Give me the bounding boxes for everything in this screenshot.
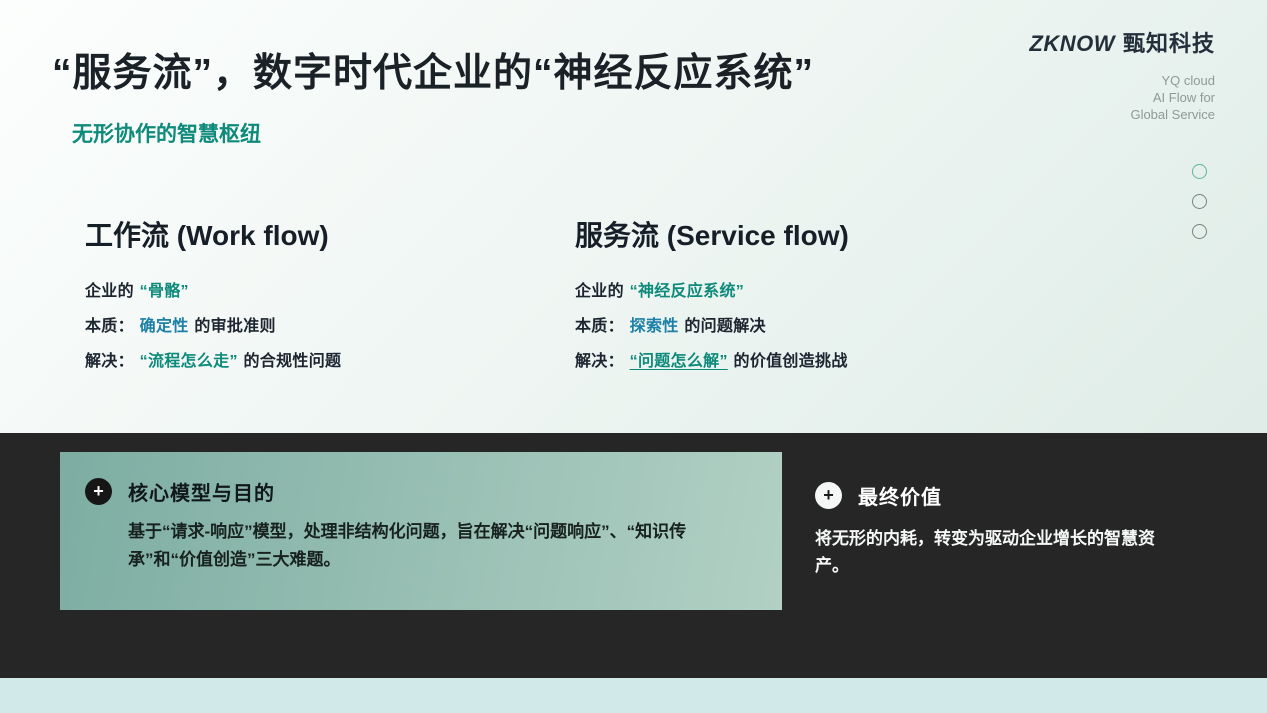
line-prefix: 企业的 [575,283,624,300]
line-highlight: 确定性 [139,318,189,335]
card-header: + 最终价值 [815,481,1185,510]
line-highlight: “流程怎么走” [139,353,238,370]
bottom-panel: + 核心模型与目的 基于“请求-响应”模型，处理非结构化问题，旨在解决“问题响应… [0,433,1267,678]
circle-dot-icon [1192,194,1207,209]
brand-tagline: YQ cloud AI Flow for Global Service [1029,72,1215,123]
brand-tagline-line: Global Service [1130,107,1215,122]
plus-circle-icon: + [85,478,112,505]
column-workflow: 工作流 (Work flow) 企业的 “骨骼” 本质： 确定性 的审批准则 解… [85,214,525,387]
line-suffix: 的问题解决 [684,318,766,335]
nav-dots [1192,164,1207,239]
brand-tagline-line: AI Flow for [1152,90,1215,105]
detail-line: 本质： 确定性 的审批准则 [85,317,525,337]
line-highlight: “神经反应系统” [629,283,745,300]
detail-line: 解决： “流程怎么走” 的合规性问题 [85,352,525,372]
circle-dot-icon [1192,224,1207,239]
detail-line: 企业的 “神经反应系统” [575,282,1095,302]
line-prefix: 解决： [575,353,624,370]
line-highlight: 探索性 [629,318,679,335]
brand-logo-text: ZKNOW [1029,31,1115,56]
line-prefix: 解决： [85,353,134,370]
detail-line: 企业的 “骨骼” [85,282,525,302]
page-subtitle: 无形协作的智慧枢纽 [72,123,261,146]
final-value-card: + 最终价值 将无形的内耗，转变为驱动企业增长的智慧资产。 [815,481,1185,579]
line-highlight: “骨骼” [139,283,189,300]
page-title: “服务流”，数字时代企业的“神经反应系统” [52,52,815,95]
line-suffix: 的合规性问题 [243,353,342,370]
column-serviceflow: 服务流 (Service flow) 企业的 “神经反应系统” 本质： 探索性 … [575,214,1095,387]
brand-company: 甄知科技 [1122,31,1215,56]
column-heading: 工作流 (Work flow) [85,220,329,251]
line-prefix: 本质： [575,318,624,335]
card-body: 将无形的内耗，转变为驱动企业增长的智慧资产。 [815,529,1155,575]
column-heading: 服务流 (Service flow) [575,220,849,251]
brand-logo: ZKNOW 甄知科技 [1029,26,1215,58]
footer-strip [0,678,1267,713]
circle-dot-icon [1192,164,1207,179]
card-title: 核心模型与目的 [128,483,275,505]
brand-block: ZKNOW 甄知科技 YQ cloud AI Flow for Global Se… [1029,26,1215,123]
line-suffix: 的审批准则 [194,318,276,335]
line-suffix: 的价值创造挑战 [733,353,848,370]
brand-tagline-line: YQ cloud [1161,73,1215,88]
card-title: 最终价值 [858,487,942,509]
core-model-card: + 核心模型与目的 基于“请求-响应”模型，处理非结构化问题，旨在解决“问题响应… [60,452,782,610]
line-highlight: “问题怎么解” [629,353,728,370]
card-header: + 核心模型与目的 [85,477,754,506]
card-body: 基于“请求-响应”模型，处理非结构化问题，旨在解决“问题响应”、“知识传承”和“… [128,522,687,569]
line-prefix: 企业的 [85,283,134,300]
detail-line: 解决： “问题怎么解” 的价值创造挑战 [575,352,1095,372]
line-prefix: 本质： [85,318,134,335]
plus-circle-icon: + [815,482,842,509]
detail-line: 本质： 探索性 的问题解决 [575,317,1095,337]
